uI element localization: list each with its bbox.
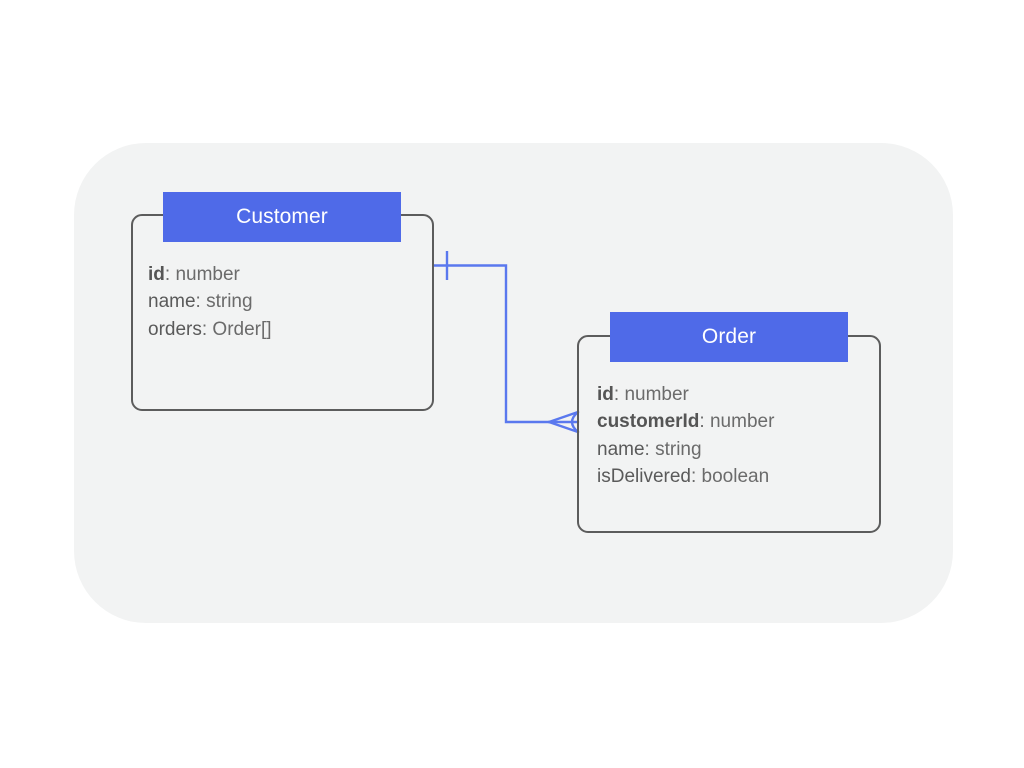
field-row: orders: Order[] (148, 316, 272, 343)
field-separator: : (644, 438, 656, 460)
cardinality-many-marker (547, 410, 580, 434)
entity-order-title: Order (701, 325, 757, 348)
field-name: name (148, 291, 196, 313)
field-separator: : (613, 384, 625, 405)
field-name: name (597, 438, 645, 460)
relationship-customer-orders[interactable] (432, 251, 580, 434)
field-row: id: number (148, 261, 272, 288)
field-type: string (206, 291, 253, 313)
field-name: id (597, 384, 614, 405)
field-separator: : (699, 411, 710, 433)
entity-order-header[interactable]: Order (610, 312, 848, 362)
field-separator: : (195, 291, 207, 313)
relationship-line (432, 264, 552, 424)
field-name: customerId (597, 411, 700, 433)
entity-customer-title: Customer (236, 205, 328, 228)
field-type: number (175, 264, 240, 285)
field-type: string (655, 438, 702, 460)
entity-customer-header[interactable]: Customer (163, 192, 401, 242)
field-row: id: number (597, 381, 774, 408)
field-name: orders (148, 318, 202, 340)
entity-customer-field-list: id: number name: string orders: Order[] (148, 261, 272, 343)
field-row: name: string (597, 436, 774, 463)
field-type: Order[] (212, 318, 272, 340)
field-row: isDelivered: boolean (597, 463, 774, 490)
field-separator: : (690, 466, 702, 488)
field-separator: : (201, 318, 213, 340)
field-type: number (709, 411, 775, 433)
entity-order-field-list: id: number customerId: number name: stri… (597, 381, 774, 491)
field-type: boolean (701, 466, 770, 488)
entity-order[interactable]: Order id: number customerId: number name… (577, 312, 881, 533)
field-name: isDelivered (597, 466, 691, 488)
field-separator: : (164, 264, 176, 285)
field-row: customerId: number (597, 408, 774, 435)
entity-customer[interactable]: Customer id: number name: string orders:… (131, 192, 434, 411)
field-type: number (624, 384, 689, 405)
field-name: id (148, 264, 165, 285)
field-row: name: string (148, 288, 272, 315)
